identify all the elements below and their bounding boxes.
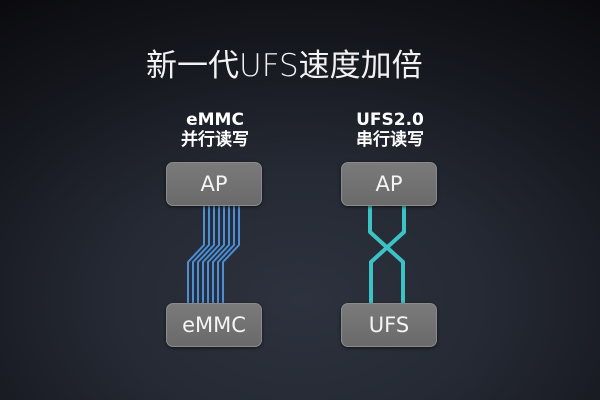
ufs-ap-box: AP bbox=[341, 162, 437, 206]
page-title: 新一代UFS速度加倍 bbox=[146, 48, 423, 84]
ufs-label-mode: 串行读写 bbox=[356, 130, 424, 150]
serial-wires-icon bbox=[368, 206, 406, 303]
parallel-wires-icon bbox=[187, 206, 240, 303]
emmc-label: eMMC 并行读写 bbox=[145, 110, 285, 150]
emmc-label-name: eMMC bbox=[186, 110, 244, 130]
ufs-storage-box: UFS bbox=[341, 303, 437, 347]
emmc-storage-box: eMMC bbox=[166, 303, 262, 347]
emmc-ap-box: AP bbox=[166, 162, 262, 206]
ufs-label-name: UFS2.0 bbox=[356, 110, 424, 130]
emmc-label-mode: 并行读写 bbox=[181, 130, 249, 150]
ufs-label: UFS2.0 串行读写 bbox=[320, 110, 460, 150]
